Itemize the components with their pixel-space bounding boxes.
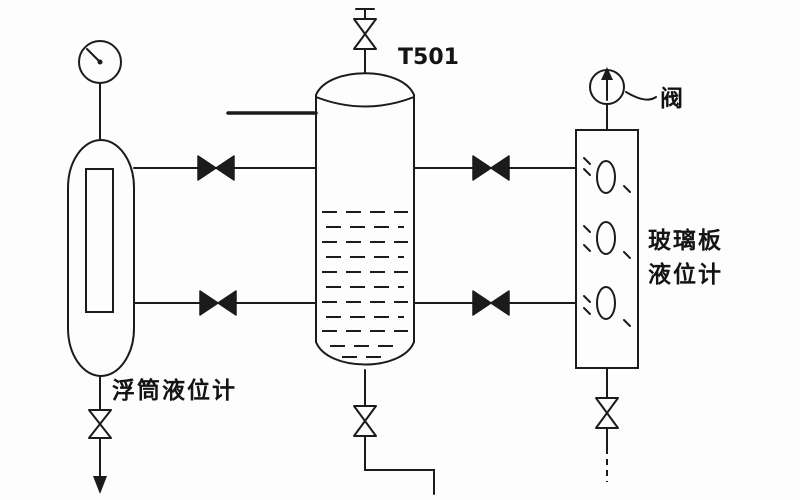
vessel-top-head (315, 72, 415, 96)
pipe-upper-right (413, 155, 577, 181)
drain-valve-left-icon (88, 409, 112, 439)
pressure-gauge-pivot (97, 59, 103, 65)
glass-plate-level-gauge (575, 129, 639, 482)
label-leader-line (625, 91, 657, 101)
drain-valve-center-icon (353, 405, 377, 437)
left-gauge-label: 浮筒液位计 (112, 377, 237, 404)
right-drain-branch (595, 367, 619, 482)
vessel-top-weld-line (315, 96, 415, 108)
isolation-valve-lower-left-icon (199, 290, 237, 316)
isolation-valve-upper-left-icon (197, 155, 235, 181)
liquid-level-hatch (322, 211, 408, 358)
drain-valve-right-icon (595, 397, 619, 429)
bottom-drain-branch (353, 369, 435, 495)
float-level-gauge-vessel (67, 139, 135, 377)
right-gauge-label-line2: 液位计 (648, 261, 723, 288)
right-gauge-label-line1: 玻璃板 (648, 227, 723, 254)
isolation-valve-upper-right-icon (472, 155, 510, 181)
right-top-gauge (589, 67, 657, 131)
vessel-tag: T501 (398, 45, 459, 70)
glass-plate-window (596, 286, 616, 320)
glass-gauge-tick-marks (583, 157, 631, 327)
flow-arrow-down-icon (93, 476, 107, 494)
vent-branch (353, 8, 377, 74)
pipe-upper-left (133, 155, 317, 181)
vessel-t501 (226, 8, 435, 495)
pipe-lower-left (133, 290, 317, 316)
gauge-arrow-head (601, 67, 613, 80)
vessel-bottom-head (315, 341, 415, 366)
isolation-valve-lower-right-icon (472, 290, 510, 316)
vent-valve-icon (353, 18, 377, 50)
drain-pipe-run (364, 435, 435, 495)
left-pressure-gauge (78, 40, 122, 142)
left-drain-branch (88, 375, 112, 494)
glass-plate-window (596, 160, 616, 194)
pipe-lower-right (413, 290, 577, 316)
float-tube (85, 168, 114, 313)
glass-plate-window (596, 221, 616, 255)
pressure-gauge-needle (86, 48, 101, 63)
right-gauge-top-label: 阀 (660, 86, 685, 112)
